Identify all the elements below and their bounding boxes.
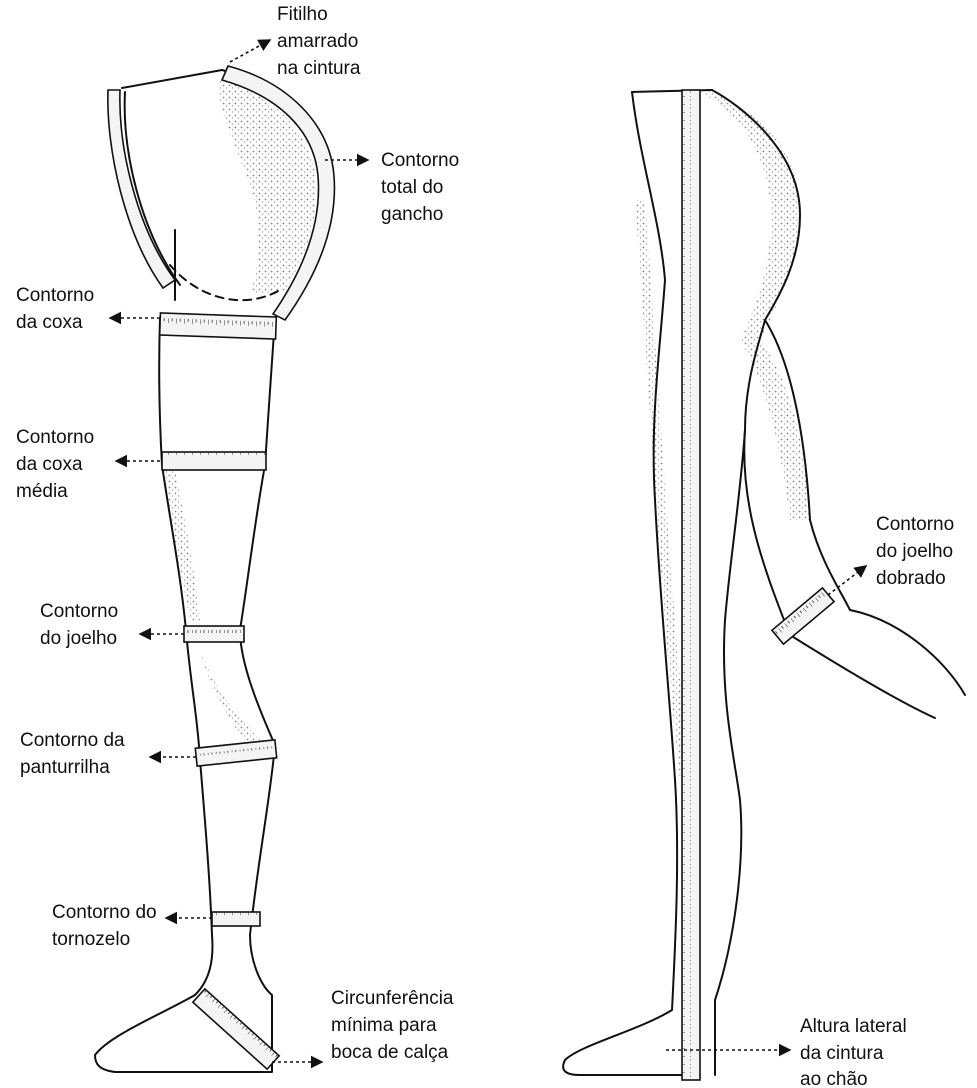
tape-bent-knee [772, 588, 834, 644]
label-fitilho: Fitilho amarrado na cintura [277, 4, 364, 79]
label-coxa-media: Contorno da coxa média [16, 427, 99, 502]
tape-hem-circumference [193, 989, 279, 1069]
leg-left-outline [159, 318, 212, 995]
tape-thigh [160, 313, 277, 339]
side-leg-back-outline [715, 430, 745, 1075]
label-tornozelo: Contorno do tornozelo [52, 902, 162, 950]
leg-right-outline [240, 318, 275, 1050]
label-panturrilha: Contorno da panturrilha [20, 730, 130, 778]
bent-calf-bottom [790, 635, 935, 718]
side-front-outline [563, 92, 700, 1075]
label-coxa: Contorno da coxa [16, 285, 99, 333]
tape-mid-thigh [162, 452, 266, 470]
calf-shading [200, 650, 265, 750]
label-altura: Altura lateral da cintura ao chão [800, 1016, 912, 1088]
tape-side-height [682, 90, 700, 1080]
hip-side-shading [705, 90, 810, 520]
tape-knee [184, 626, 244, 642]
arrow-fitilho [230, 40, 270, 62]
label-gancho: Contorno total do gancho [381, 150, 464, 225]
tape-calf [195, 740, 276, 766]
label-boca: Circunferência mínima para boca de calça [331, 988, 459, 1063]
tape-ankle [212, 912, 260, 926]
label-joelho: Contorno do joelho [40, 601, 123, 649]
waist-line [122, 70, 222, 88]
label-joelho-dobrado: Contorno do joelho dobrado [876, 514, 959, 589]
